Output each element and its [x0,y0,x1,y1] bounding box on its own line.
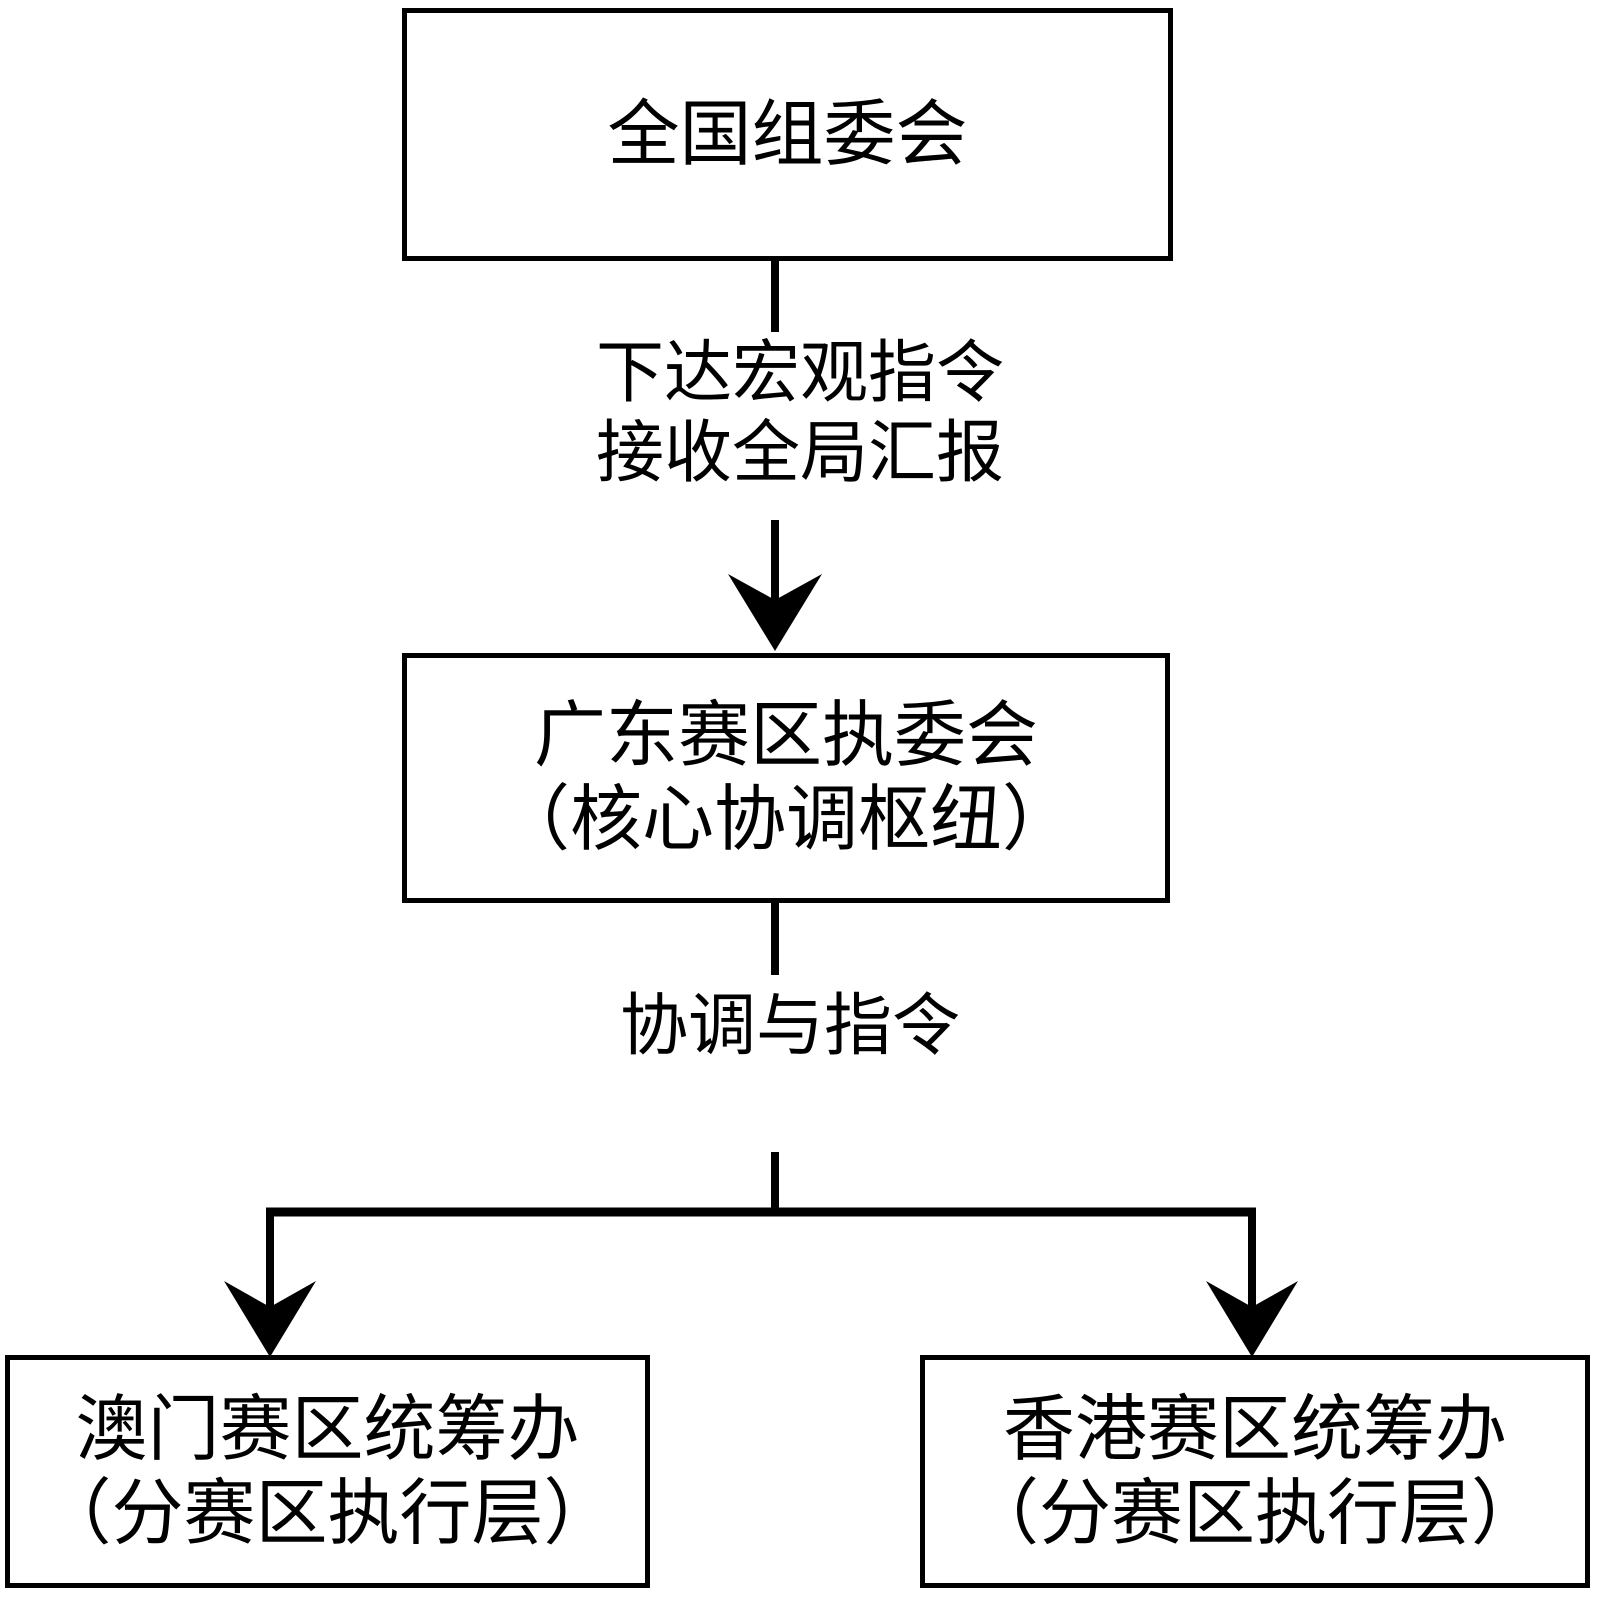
node-national-committee-line-1: 全国组委会 [607,91,968,176]
node-macau-office-line-2: （分赛区执行层） [39,1470,616,1555]
edge-label-national-to-guangdong: 下达宏观指令 接收全局汇报 [589,332,1011,497]
node-hongkong-office-line-2: （分赛区执行层） [966,1470,1543,1555]
node-macau-office[interactable]: 澳门赛区统筹办 （分赛区执行层） [5,1355,650,1588]
node-guangdong-committee-line-2: （核心协调枢纽） [497,777,1074,861]
node-guangdong-committee[interactable]: 广东赛区执委会 （核心协调枢纽） [402,653,1170,903]
edge-label-national-to-guangdong-line-2: 接收全局汇报 [595,414,1005,494]
node-hongkong-office[interactable]: 香港赛区统筹办 （分赛区执行层） [920,1355,1590,1588]
edge-label-guangdong-to-regions-line-1: 协调与指令 [619,987,961,1066]
node-macau-office-line-1: 澳门赛区统筹办 [75,1386,580,1471]
arrowhead-into-guangdong [728,574,822,651]
node-guangdong-committee-line-1: 广东赛区执委会 [533,693,1038,778]
node-national-committee[interactable]: 全国组委会 [402,8,1173,261]
edge-label-guangdong-to-regions: 协调与指令 [613,985,967,1070]
edge-label-national-to-guangdong-line-1: 下达宏观指令 [595,334,1005,413]
arrowhead-into-hongkong [1206,1281,1298,1357]
arrowhead-into-macau [224,1281,316,1357]
node-hongkong-office-line-1: 香港赛区统筹办 [1002,1386,1507,1471]
